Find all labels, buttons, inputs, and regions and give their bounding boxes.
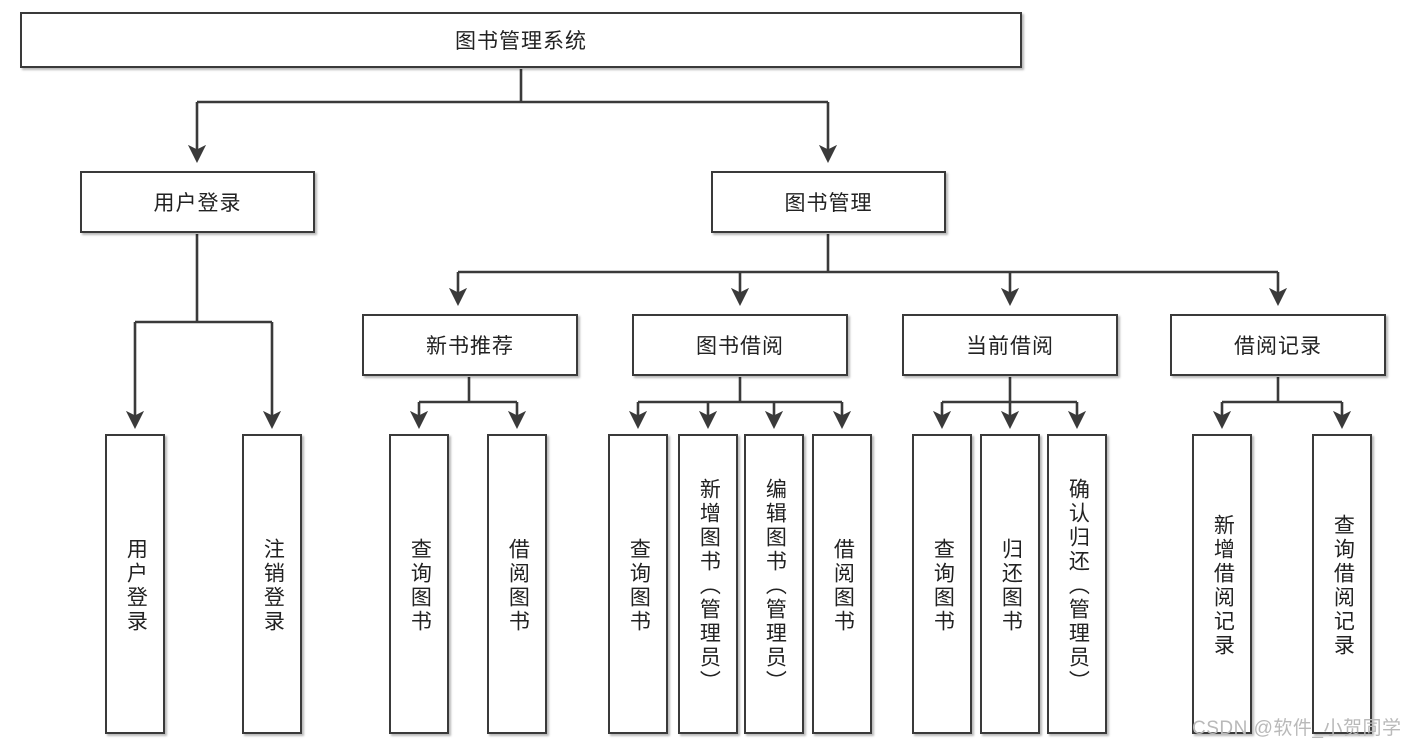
node-borrow-record-label: 借阅记录 (1234, 335, 1322, 358)
leaf-new-book-query[interactable]: 查询图书 (389, 434, 449, 734)
node-new-book-recommend[interactable]: 新书推荐 (362, 314, 578, 376)
leaf-new-book-borrow[interactable]: 借阅图书 (487, 434, 547, 734)
leaf-book-borrow-add[interactable]: 新增图书（管理员） (678, 434, 738, 734)
node-borrow-record[interactable]: 借阅记录 (1170, 314, 1386, 376)
leaf-borrow-record-query[interactable]: 查询借阅记录 (1312, 434, 1372, 734)
leaf-current-borrow-query[interactable]: 查询图书 (912, 434, 972, 734)
leaf-book-borrow-edit[interactable]: 编辑图书（管理员） (744, 434, 804, 734)
leaf-label: 借阅图书 (506, 538, 530, 634)
node-root-label: 图书管理系统 (455, 30, 587, 53)
leaf-label: 查询图书 (408, 538, 432, 634)
leaf-label: 用户登录 (124, 538, 148, 634)
node-book-management[interactable]: 图书管理 (711, 171, 946, 233)
watermark: CSDN @软件_小贺同学 (1192, 718, 1402, 739)
node-root[interactable]: 图书管理系统 (20, 12, 1022, 68)
node-current-borrow[interactable]: 当前借阅 (902, 314, 1118, 376)
node-book-management-label: 图书管理 (784, 192, 873, 215)
leaf-label: 确认归还（管理员） (1066, 478, 1090, 694)
leaf-book-borrow-query[interactable]: 查询图书 (608, 434, 668, 734)
leaf-current-borrow-return[interactable]: 归还图书 (980, 434, 1040, 734)
leaf-user-login-logout[interactable]: 注销登录 (242, 434, 302, 734)
leaf-borrow-record-add[interactable]: 新增借阅记录 (1192, 434, 1252, 734)
leaf-label: 注销登录 (261, 538, 285, 634)
leaf-label: 新增借阅记录 (1211, 514, 1235, 658)
node-user-login-label: 用户登录 (153, 192, 242, 215)
leaf-label: 查询图书 (627, 538, 651, 634)
leaf-label: 归还图书 (999, 538, 1023, 634)
node-book-borrow-label: 图书借阅 (696, 335, 784, 358)
leaf-label: 查询借阅记录 (1331, 514, 1355, 658)
leaf-label: 借阅图书 (831, 538, 855, 634)
node-book-borrow[interactable]: 图书借阅 (632, 314, 848, 376)
leaf-label: 查询图书 (931, 538, 955, 634)
leaf-user-login-login[interactable]: 用户登录 (105, 434, 165, 734)
leaf-current-borrow-confirm-return[interactable]: 确认归还（管理员） (1047, 434, 1107, 734)
leaf-label: 编辑图书（管理员） (763, 478, 787, 694)
node-new-book-recommend-label: 新书推荐 (426, 335, 514, 358)
leaf-label: 新增图书（管理员） (697, 478, 721, 694)
node-current-borrow-label: 当前借阅 (966, 335, 1054, 358)
leaf-book-borrow-borrow[interactable]: 借阅图书 (812, 434, 872, 734)
node-user-login[interactable]: 用户登录 (80, 171, 315, 233)
